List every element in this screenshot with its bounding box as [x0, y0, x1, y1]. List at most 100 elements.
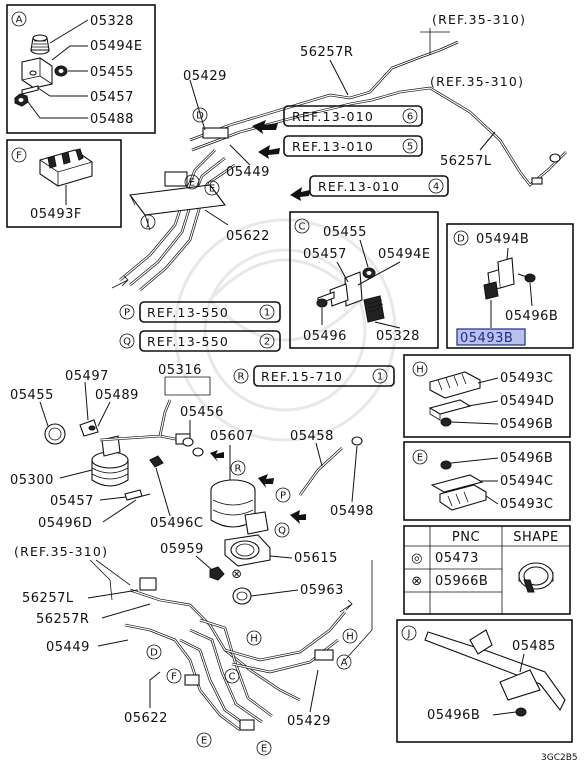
svg-text:REF.15-710: REF.15-710 — [261, 369, 343, 384]
box-a-letter: A — [16, 15, 23, 26]
legend-symbol-2: ⊗ — [411, 574, 422, 589]
bottom-pipe-assembly — [124, 577, 346, 732]
e-part-05493C: 05493C — [500, 497, 553, 512]
d-part-05494B: 05494B — [476, 232, 529, 247]
part-05429-bottom: 05429 — [287, 714, 331, 729]
svg-text:REF.13-550: REF.13-550 — [147, 334, 229, 349]
part-05449-bottom: 05449 — [46, 640, 90, 655]
cross-symbol: ⊗ — [231, 567, 242, 582]
detail-box-c: C 05455 05457 05494E 05496 05328 — [289, 211, 439, 349]
h-part-05494D: 05494D — [500, 394, 554, 409]
svg-text:P: P — [124, 308, 130, 319]
part-56257L-bottom: 56257L — [22, 591, 74, 606]
e-part-05494C: 05494C — [500, 474, 553, 489]
clip-05494E — [21, 57, 53, 89]
svg-text:REF.13-010: REF.13-010 — [292, 139, 374, 154]
svg-text:4: 4 — [433, 182, 439, 193]
part-05963: 05963 — [300, 583, 344, 598]
box-h-letter: H — [416, 365, 424, 376]
diagram-id: 3GC2B5 — [541, 753, 578, 763]
part-05622-bottom: 05622 — [124, 711, 168, 726]
grommet-05328 — [30, 34, 50, 55]
d-part-05496B: 05496B — [505, 309, 558, 324]
part-05959: 05959 — [160, 542, 204, 557]
part-05316: 05316 — [158, 363, 202, 378]
canister-assembly — [44, 399, 363, 605]
part-05497: 05497 — [65, 369, 109, 384]
svg-text:REF.13-010: REF.13-010 — [318, 179, 400, 194]
c-part-05328: 05328 — [376, 329, 420, 344]
c-part-05496: 05496 — [303, 329, 347, 344]
part-05496D: 05496D — [38, 516, 92, 531]
hose-clamp-shape-icon — [518, 562, 554, 593]
detail-box-a: A 05328 05494E 05455 — [6, 4, 156, 134]
detail-box-f: F 05493F — [6, 139, 122, 228]
box-f-letter: F — [16, 151, 22, 162]
part-05455: 05455 — [90, 65, 134, 80]
part-05494E: 05494E — [90, 39, 143, 54]
part-05489: 05489 — [95, 388, 139, 403]
letter-e2-top: E — [209, 184, 215, 195]
letter-c-bottom: C — [229, 672, 236, 683]
part-05488: 05488 — [90, 112, 134, 127]
legend-symbol-1: ◎ — [411, 551, 423, 566]
bolt-05457 — [21, 85, 39, 95]
ref-13-550-1-label: P REF.13-550 1 — [119, 301, 281, 323]
ref-13-010-4-label: REF.13-010 4 — [290, 175, 449, 201]
nut-05488 — [14, 93, 29, 107]
ref-13-550-2-label: Q REF.13-550 2 — [119, 330, 281, 352]
ref-35-310-mid: (REF.35-310) — [430, 74, 524, 89]
svg-text:2: 2 — [264, 337, 270, 348]
box-e-letter: E — [417, 453, 423, 464]
c-part-05494E: 05494E — [378, 247, 431, 262]
h-part-05493C: 05493C — [500, 371, 553, 386]
part-05457-mid: 05457 — [50, 494, 94, 509]
letter-q-mid: Q — [278, 526, 286, 537]
svg-text:Q: Q — [123, 337, 131, 348]
svg-text:R: R — [238, 372, 245, 383]
legend-header-shape: SHAPE — [513, 530, 558, 545]
part-05429-top: 05429 — [183, 69, 227, 84]
letter-e2-bottom: E — [261, 744, 267, 755]
svg-text:5: 5 — [407, 142, 413, 153]
ref-35-310-left: (REF.35-310) — [14, 544, 108, 559]
letter-a-bottom: A — [341, 658, 348, 669]
letter-r-mid: R — [235, 464, 242, 475]
part-05615: 05615 — [294, 551, 338, 566]
svg-text:REF.13-010: REF.13-010 — [292, 109, 374, 124]
ref-13-010-5-label: REF.13-010 5 — [258, 135, 423, 159]
ref-15-710-1-label: R REF.15-710 1 — [233, 365, 395, 387]
letter-e1-top: E — [189, 178, 195, 189]
part-05496C: 05496C — [150, 516, 203, 531]
ref-35-310-top: (REF.35-310) — [432, 12, 526, 27]
part-05449-top: 05449 — [226, 165, 270, 180]
letter-d-bottom: D — [150, 648, 158, 659]
legend-table: PNC SHAPE ◎ 05473 ⊗ 05966B — [403, 525, 571, 615]
box-d-letter: D — [457, 234, 465, 245]
letter-e1-bottom: E — [201, 736, 207, 747]
part-05607: 05607 — [210, 429, 254, 444]
part-05622-top: 05622 — [226, 229, 270, 244]
highlight-05493B[interactable] — [456, 328, 526, 346]
letter-h1-bottom: H — [250, 634, 258, 645]
part-56257L-top: 56257L — [440, 154, 492, 169]
svg-text:REF.13-550: REF.13-550 — [147, 305, 229, 320]
c-part-05455: 05455 — [323, 225, 367, 240]
svg-text:1: 1 — [377, 372, 383, 383]
svg-text:6: 6 — [407, 112, 413, 123]
d-part-05493B[interactable]: 05493B — [460, 331, 513, 346]
nut-05455 — [54, 65, 68, 77]
detail-box-j: J 05485 05496B — [396, 619, 573, 743]
part-05455-mid: 05455 — [10, 388, 54, 403]
e-part-05496B: 05496B — [500, 451, 553, 466]
part-05493F: 05493F — [30, 207, 82, 222]
part-05458: 05458 — [290, 429, 334, 444]
legend-pnc-05473: 05473 — [435, 551, 479, 566]
letter-d-top: D — [196, 111, 204, 122]
letter-p-mid: P — [280, 491, 286, 502]
svg-text:1: 1 — [264, 308, 270, 319]
part-56257R-bottom: 56257R — [36, 612, 89, 627]
detail-box-d: D 05494B 05496B 05493B — [446, 223, 574, 349]
part-05300: 05300 — [10, 473, 54, 488]
